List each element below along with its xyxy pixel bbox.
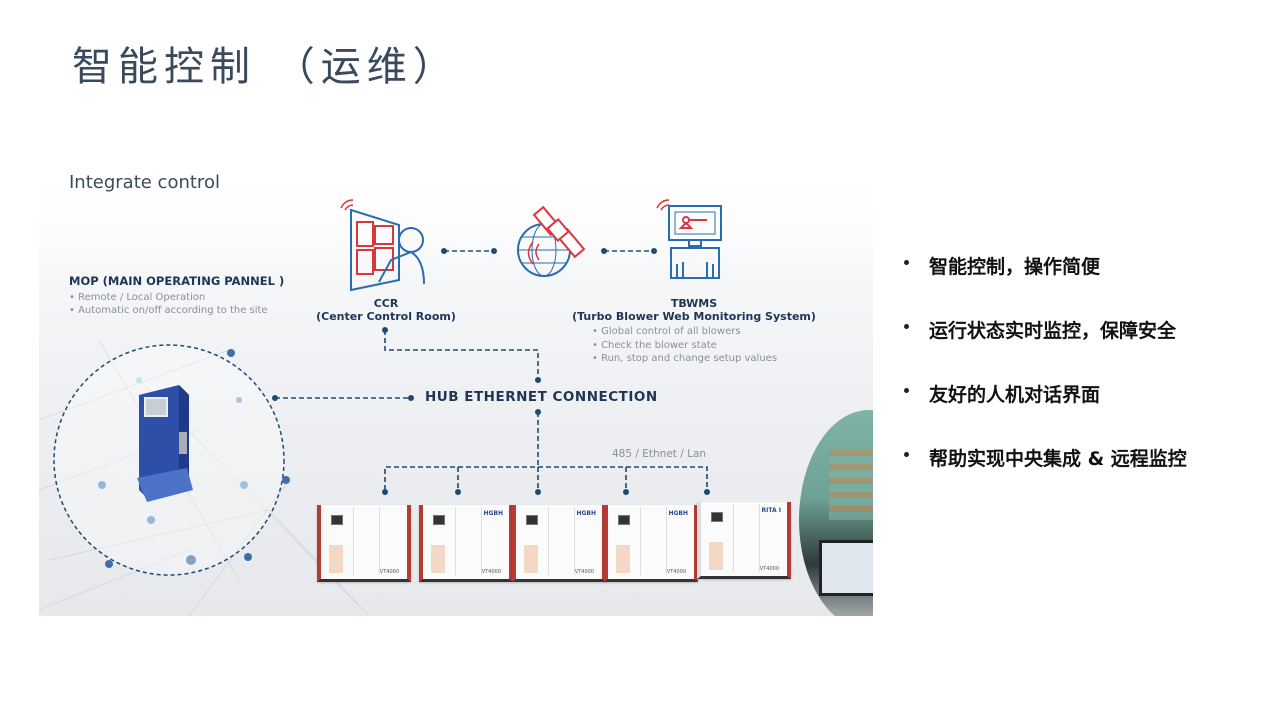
satellite-globe-icon (517, 205, 586, 277)
hub-ethernet-label: HUB ETHERNET CONNECTION (425, 389, 658, 405)
bullet-dot-icon (904, 324, 909, 329)
blower-model: VT4000 (379, 569, 399, 575)
bullet-dot-icon (904, 452, 909, 457)
control-room-photo (799, 410, 873, 616)
integrate-control-diagram: Integrate control MOP (MAIN OPERATING PA… (39, 160, 873, 616)
mop-feature: • Automatic on/off according to the site (69, 305, 268, 316)
bullet-dot-icon (904, 388, 909, 393)
mop-title: MOP (MAIN OPERATING PANNEL ) (69, 274, 285, 288)
protocol-label: 485 / Ethnet / Lan (612, 448, 707, 460)
tbwms-feature: • Global control of all blowers (592, 326, 741, 337)
ccr-subtitle: (Center Control Room) (316, 310, 456, 323)
blower-unit: HGBH VT4000 (419, 505, 513, 582)
slide-title: 智能控制 （运维） (72, 44, 459, 90)
tbwms-label: TBWMS (Turbo Blower Web Monitoring Syste… (569, 297, 819, 323)
blower-model: VT4000 (666, 569, 686, 575)
ccr-icon (340, 199, 425, 292)
ccr-name: CCR (373, 297, 399, 310)
tbwms-feature: • Check the blower state (592, 339, 717, 351)
diagram-title: Integrate control (69, 172, 220, 193)
blower-brand: HGBH (576, 510, 596, 517)
blower-brand: HGBH (668, 510, 688, 517)
ccr-label: CCR (Center Control Room) (311, 297, 461, 323)
tbwms-feature: • Run, stop and change setup values (592, 353, 778, 364)
tbwms-subtitle: (Turbo Blower Web Monitoring System) (572, 310, 816, 323)
blower-brand: HGBH (483, 510, 503, 517)
tbwms-name: TBWMS (670, 297, 718, 310)
blower-unit: HGBH VT4000 (512, 505, 606, 582)
network-nodes (98, 349, 290, 568)
mop-kiosk-image (137, 385, 193, 502)
blower-brand: RITA I (761, 507, 781, 514)
network-lines (39, 199, 722, 616)
tbwms-computer-icon (656, 199, 722, 279)
blower-unit: RITA I VT4000 (697, 502, 791, 579)
mop-feature: • Remote / Local Operation (69, 292, 206, 303)
blower-model: VT4000 (759, 566, 779, 572)
mop-feature-list: • Remote / Local Operation • Automatic o… (69, 291, 268, 317)
blower-unit: HGBH VT4000 (604, 505, 698, 582)
blower-model: VT4000 (481, 569, 501, 575)
tbwms-feature-list: • Global control of all blowers • Check … (592, 325, 777, 366)
blower-model: VT4000 (574, 569, 594, 575)
bullet-dot-icon (904, 260, 909, 265)
blower-unit: VT4000 (317, 505, 411, 582)
